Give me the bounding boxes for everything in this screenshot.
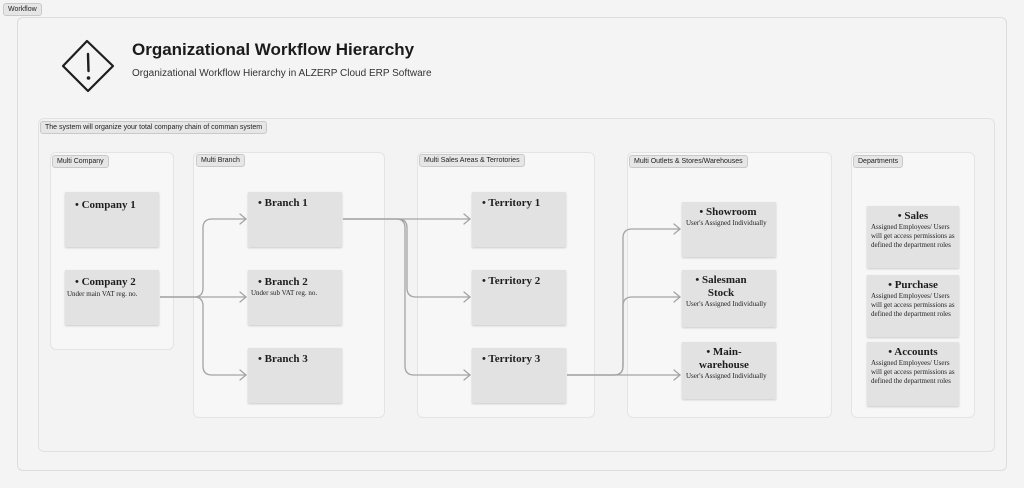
note-branch-3[interactable]: • Branch 3 [248,348,342,403]
workflow-tag[interactable]: Workflow [3,3,42,16]
note-subtext: Assigned Employees/ Users will get acces… [871,359,955,385]
note-subtext: User's Assigned Individually [686,372,767,380]
note-company-1[interactable]: • Company 1 [65,192,159,247]
note-territory-2[interactable]: • Territory 2 [472,270,566,325]
note-title: • Accounts [888,346,938,358]
note-title: • Territory 2 [482,275,541,287]
section-tag[interactable]: The system will organize your total comp… [40,121,268,134]
note-title: • Territory 3 [482,353,541,365]
column-label-company[interactable]: Multi Company [52,155,109,168]
note-salesman-stock[interactable]: • Salesman Stock User's Assigned Individ… [682,270,776,327]
note-subtext: User's Assigned Individually [686,300,767,308]
column-label-outlets[interactable]: Multi Outlets & Stores/Warehouses [629,155,748,168]
note-title: • Branch 1 [258,197,308,209]
note-subtext: Assigned Employees/ Users will get acces… [871,292,955,318]
note-title: • Main-warehouse [699,346,749,371]
note-dept-sales[interactable]: • Sales Assigned Employees/ Users will g… [867,206,959,268]
column-label-departments[interactable]: Departments [853,155,904,168]
note-title: • Sales [897,210,929,222]
note-territory-1[interactable]: • Territory 1 [472,192,566,247]
note-subtext: Under main VAT reg. no. [67,290,138,298]
note-main-warehouse[interactable]: • Main-warehouse User's Assigned Individ… [682,342,776,399]
note-subtext: User's Assigned Individually [686,219,767,227]
note-subtext: Under sub VAT reg. no. [251,289,318,297]
note-subtext: Assigned Employees/ Users will get acces… [871,223,955,249]
note-title: • Branch 3 [258,353,308,365]
note-title: • Territory 1 [482,197,541,209]
note-title: • Branch 2 [258,276,308,288]
note-dept-purchase[interactable]: • Purchase Assigned Employees/ Users wil… [867,275,959,337]
note-title: • Company 1 [75,199,136,211]
note-showroom[interactable]: • Showroom User's Assigned Individually [682,202,776,257]
note-title: • Company 2 [75,276,136,288]
note-company-2[interactable]: • Company 2 Under main VAT reg. no. [65,270,159,325]
note-title: • Showroom [699,206,757,218]
column-label-branch[interactable]: Multi Branch [196,154,245,167]
note-branch-1[interactable]: • Branch 1 [248,192,342,247]
note-dept-accounts[interactable]: • Accounts Assigned Employees/ Users wil… [867,342,959,406]
note-branch-2[interactable]: • Branch 2 Under sub VAT reg. no. [248,270,342,325]
column-label-territory[interactable]: Multi Sales Areas & Terrotories [419,154,525,167]
note-title: • Purchase [888,279,938,291]
page-title: Organizational Workflow Hierarchy [132,40,415,59]
warning-icon [61,39,115,93]
note-territory-3[interactable]: • Territory 3 [472,348,566,403]
page-subtitle: Organizational Workflow Hierarchy in ALZ… [132,68,432,79]
note-title: • Salesman Stock [695,274,747,299]
